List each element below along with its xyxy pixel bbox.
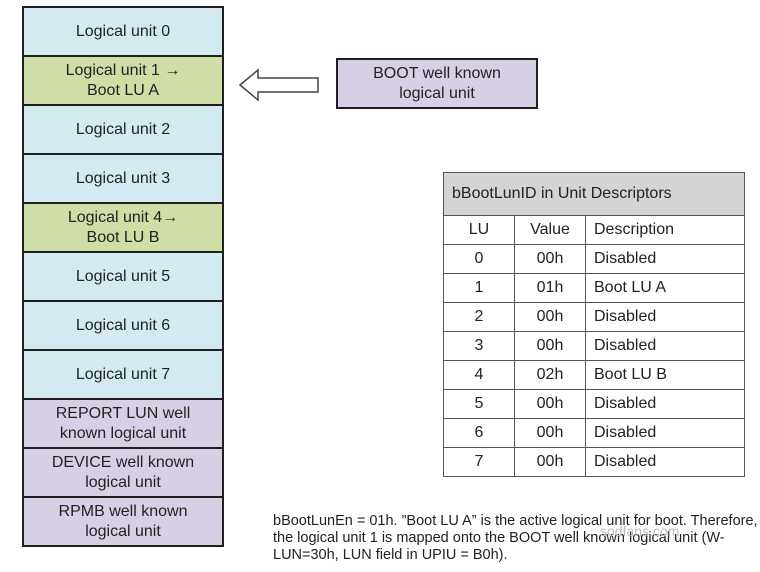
value-cell: 01h [514,273,586,303]
description-cell: Disabled [585,418,745,448]
description-cell: Boot LU A [585,273,745,303]
lu-cell: 3 [443,331,515,361]
table-row: 1 01h Boot LU A [443,273,745,303]
watermark: sodfans.com [600,523,680,539]
lu-cell: 5 [443,389,515,419]
logical-unit-7: Logical unit 7 [22,349,224,400]
logical-unit-0: Logical unit 0 [22,6,224,57]
value-cell: 00h [514,418,586,448]
lu-cell: 1 [443,273,515,303]
boot-lun-id-table: bBootLunID in Unit Descriptors LU Value … [443,172,745,477]
rpmb-wlun: RPMB well known logical unit [22,496,224,547]
table-row: 6 00h Disabled [443,418,745,448]
description-cell: Disabled [585,302,745,332]
device-wlun: DEVICE well known logical unit [22,447,224,498]
table-row: 5 00h Disabled [443,389,745,419]
lu-cell: 0 [443,244,515,274]
value-cell: 00h [514,244,586,274]
value-cell: 00h [514,302,586,332]
table-row: 7 00h Disabled [443,447,745,477]
table-row: 3 00h Disabled [443,331,745,361]
description-cell: Disabled [585,244,745,274]
table-row: 2 00h Disabled [443,302,745,332]
column-header-description: Description [585,215,745,245]
boot-lun-note: bBootLunEn = 01h. ”Boot LU A” is the act… [273,513,758,563]
left-arrow-icon [238,68,319,102]
table-row: 0 00h Disabled [443,244,745,274]
value-cell: 02h [514,360,586,390]
logical-unit-stack: Logical unit 0 Logical unit 1 → Boot LU … [22,6,224,547]
logical-unit-3: Logical unit 3 [22,153,224,204]
description-cell: Boot LU B [585,360,745,390]
table-row: 4 02h Boot LU B [443,360,745,390]
boot-wlun-box: BOOT well known logical unit [336,58,538,109]
description-cell: Disabled [585,331,745,361]
logical-unit-2: Logical unit 2 [22,104,224,155]
logical-unit-6: Logical unit 6 [22,300,224,351]
value-cell: 00h [514,331,586,361]
lu-cell: 7 [443,447,515,477]
column-header-value: Value [514,215,586,245]
lu-cell: 4 [443,360,515,390]
logical-unit-1-boot-lu-a: Logical unit 1 → Boot LU A [22,55,224,106]
table-caption: bBootLunID in Unit Descriptors [443,172,745,216]
column-header-lu: LU [443,215,515,245]
description-cell: Disabled [585,447,745,477]
lu-cell: 2 [443,302,515,332]
value-cell: 00h [514,389,586,419]
description-cell: Disabled [585,389,745,419]
value-cell: 00h [514,447,586,477]
logical-unit-4-boot-lu-b: Logical unit 4→ Boot LU B [22,202,224,253]
lu-cell: 6 [443,418,515,448]
logical-unit-5: Logical unit 5 [22,251,224,302]
report-lun-wlun: REPORT LUN well known logical unit [22,398,224,449]
